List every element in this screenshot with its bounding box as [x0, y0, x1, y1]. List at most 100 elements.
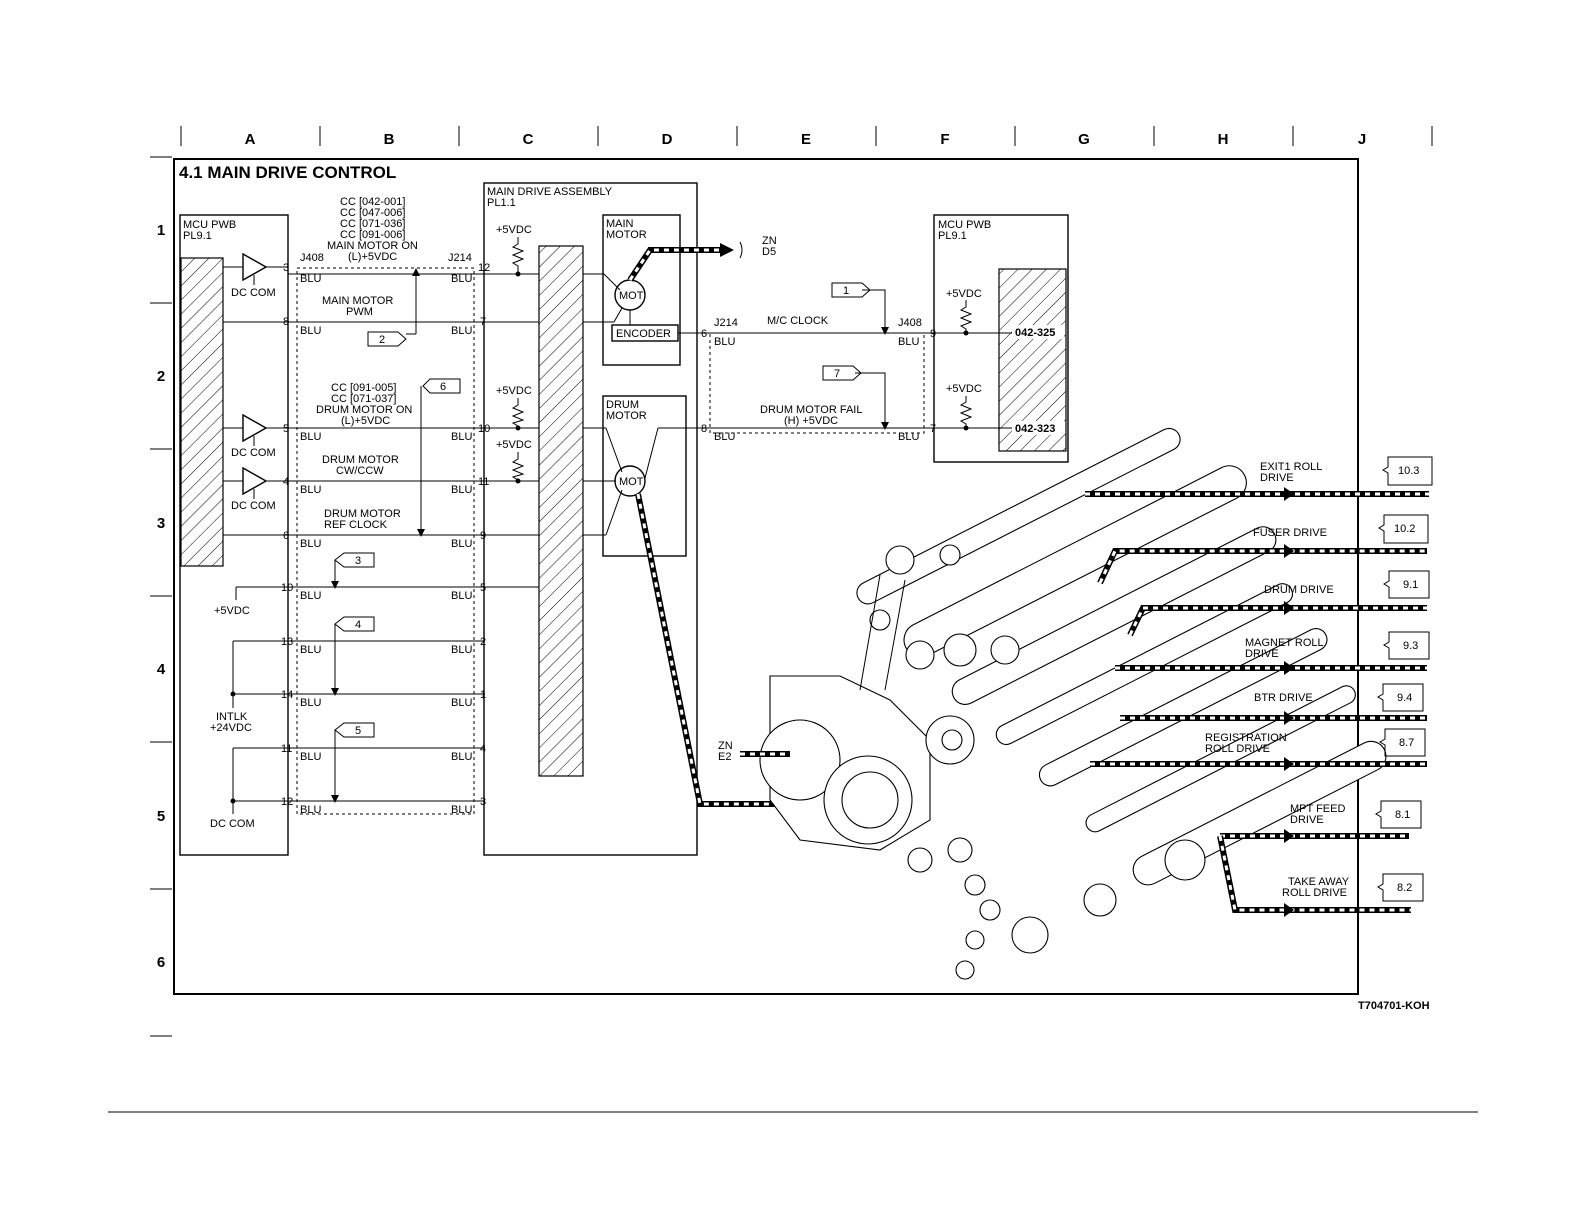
svg-text:EXIT1 ROLL: EXIT1 ROLL [1260, 461, 1322, 473]
grid-row-ticks [150, 156, 172, 1037]
j408-label: J408 [300, 252, 324, 264]
svg-text:BLU: BLU [451, 273, 472, 285]
svg-text:BLU: BLU [714, 431, 735, 443]
ref-10-3: 10.3 [1398, 465, 1419, 477]
svg-text:1: 1 [480, 689, 486, 701]
svg-text:+5VDC: +5VDC [496, 224, 532, 236]
svg-text:DRUM MOTOR: DRUM MOTOR [324, 508, 401, 520]
svg-text:12: 12 [281, 796, 293, 808]
svg-text:BLU: BLU [300, 538, 321, 550]
svg-text:10: 10 [478, 423, 490, 435]
svg-text:+5VDC: +5VDC [946, 288, 982, 300]
svg-text:BLU: BLU [300, 484, 321, 496]
svg-text:DC COM: DC COM [231, 447, 276, 459]
ref-9-1: 9.1 [1403, 579, 1418, 591]
zone-e2: E2 [718, 751, 731, 763]
ref-10-2: 10.2 [1394, 523, 1415, 535]
main-drive-internal-wiring: +5VDC +5VDC +5VDC [485, 224, 623, 588]
svg-text:5: 5 [283, 423, 289, 435]
ref-8-2: 8.2 [1397, 882, 1412, 894]
svg-text:12: 12 [478, 262, 490, 274]
svg-text:6: 6 [440, 381, 446, 393]
callout-6: 6 [422, 378, 461, 394]
harness-right: 6 8 J214 J408 BLU BLU BLU BLU M/C CLOCK … [697, 289, 936, 443]
wire-color-labels: BLU BLU BLU BLU BLU BLU BLU BLU BLU BLU BLU BL… [300, 273, 472, 816]
svg-text:DRUM MOTOR FAIL: DRUM MOTOR FAIL [760, 404, 862, 416]
grid-col-e: E [801, 131, 811, 148]
grid-row-4: 4 [157, 661, 166, 678]
svg-text:CC [047-006]: CC [047-006] [340, 207, 405, 219]
svg-text:8: 8 [283, 316, 289, 328]
svg-text:BLU: BLU [451, 538, 472, 550]
svg-text:BLU: BLU [451, 644, 472, 656]
encoder-label: ENCODER [616, 328, 671, 340]
test-points-left [331, 268, 425, 803]
ref-8-7: 8.7 [1399, 737, 1414, 749]
svg-text:11: 11 [281, 743, 292, 755]
svg-text:+5VDC: +5VDC [946, 383, 982, 395]
svg-text:2: 2 [379, 334, 385, 346]
svg-text:14: 14 [281, 689, 293, 701]
svg-text:DRIVE: DRIVE [1260, 472, 1294, 484]
svg-text:10: 10 [281, 582, 293, 594]
fault-042-325: 042-325 [1015, 327, 1055, 339]
main-drive-assembly: MAIN DRIVE ASSEMBLY PL1.1 [483, 182, 698, 856]
svg-text:PL9.1: PL9.1 [938, 230, 967, 242]
grid-col-b: B [384, 131, 395, 148]
svg-text:BLU: BLU [300, 273, 321, 285]
svg-text:DC COM: DC COM [231, 500, 276, 512]
svg-text:TAKE AWAY: TAKE AWAY [1288, 876, 1350, 888]
drum-motor-mot-label: MOT [619, 476, 644, 488]
j214-pin-numbers: 12 7 10 11 9 5 2 1 4 3 [478, 262, 490, 808]
svg-text:8: 8 [701, 423, 707, 435]
callout-3: 3 [334, 552, 375, 568]
svg-text:BLU: BLU [451, 751, 472, 763]
grid-row-labels: 1 2 3 4 5 6 [157, 222, 166, 971]
callout-4: 4 [334, 616, 375, 632]
svg-text:13: 13 [281, 636, 293, 648]
grid-column-labels: A B C D E F G H J [245, 131, 1367, 148]
diagram-frame [173, 158, 1359, 995]
grid-row-5: 5 [157, 808, 165, 825]
svg-text:CW/CCW: CW/CCW [336, 465, 384, 477]
svg-text:M/C CLOCK: M/C CLOCK [767, 315, 829, 327]
svg-text:(H) +5VDC: (H) +5VDC [784, 415, 838, 427]
svg-text:(L)+5VDC: (L)+5VDC [348, 251, 397, 263]
ref-8-1: 8.1 [1395, 809, 1410, 821]
svg-text:BTR DRIVE: BTR DRIVE [1254, 692, 1313, 704]
callout-2: 2 [367, 331, 407, 347]
svg-text:DRIVE: DRIVE [1290, 814, 1324, 826]
svg-text:ROLL DRIVE: ROLL DRIVE [1282, 887, 1347, 899]
svg-text:DRUM MOTOR ON: DRUM MOTOR ON [316, 404, 412, 416]
svg-text:+5VDC: +5VDC [214, 605, 250, 617]
svg-text:CC [091-005]: CC [091-005] [331, 382, 396, 394]
svg-text:CC [071-036]: CC [071-036] [340, 218, 405, 230]
svg-text:CC [071-037]: CC [071-037] [331, 393, 396, 405]
svg-text:3: 3 [355, 555, 361, 567]
callout-1: 1 [831, 282, 871, 298]
ref-9-4: 9.4 [1397, 692, 1412, 704]
svg-text:REGISTRATION: REGISTRATION [1205, 732, 1287, 744]
svg-text:BLU: BLU [898, 431, 919, 443]
svg-text:DRIVE: DRIVE [1245, 648, 1279, 660]
svg-text:BLU: BLU [300, 804, 321, 816]
svg-text:7: 7 [834, 368, 840, 380]
drive-fuser: FUSER DRIVE 10.2 [1253, 514, 1429, 544]
svg-text:+5VDC: +5VDC [496, 439, 532, 451]
j408-right-label: J408 [898, 317, 922, 329]
callout-7: 7 [822, 365, 862, 381]
svg-text:BLU: BLU [451, 484, 472, 496]
grid-row-6: 6 [157, 954, 165, 971]
svg-text:11: 11 [478, 476, 489, 488]
main-motor-cc-list: CC [042-001] CC [047-006] CC [071-036] C… [327, 196, 418, 263]
svg-text:MAIN MOTOR: MAIN MOTOR [322, 295, 393, 307]
grid-row-1: 1 [157, 222, 165, 239]
svg-text:BLU: BLU [300, 697, 321, 709]
svg-text:BLU: BLU [451, 325, 472, 337]
left-pin-numbers: 3 8 5 4 6 10 13 14 11 12 [281, 262, 293, 808]
svg-text:BLU: BLU [300, 751, 321, 763]
grid-col-f: F [940, 131, 949, 148]
